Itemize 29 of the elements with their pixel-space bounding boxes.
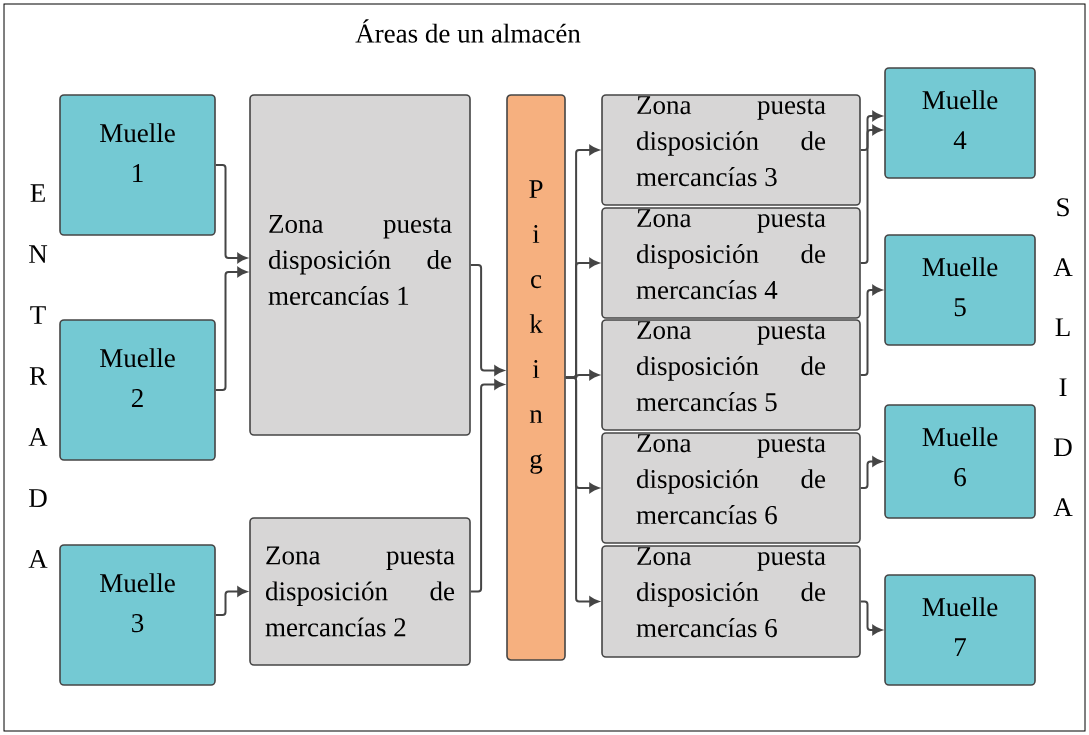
dock-box: Muelle 5 bbox=[884, 234, 1036, 346]
zone-box: Zona puesta disposición de mercancías 6 bbox=[601, 432, 861, 544]
arrow bbox=[859, 456, 883, 489]
arrow bbox=[214, 267, 248, 391]
title: Áreas de un almacén bbox=[355, 19, 581, 43]
arrow bbox=[859, 285, 883, 376]
arrow bbox=[859, 125, 883, 264]
arrow bbox=[469, 264, 505, 376]
picking-bar: Picking bbox=[506, 94, 566, 661]
arrow bbox=[859, 111, 883, 151]
arrow bbox=[214, 586, 248, 616]
zone-box: Zona puesta disposición de mercancías 5 bbox=[601, 319, 861, 431]
dock-box: Muelle 2 bbox=[59, 319, 216, 461]
dock-box: Muelle 3 bbox=[59, 544, 216, 686]
zone-box: Zona puesta disposición de mercancías 1 bbox=[249, 94, 471, 436]
vertical-label: SALIDA bbox=[1053, 198, 1073, 517]
zone-box: Zona puesta disposición de mercancías 2 bbox=[249, 517, 471, 666]
zone-box: Zona puesta disposición de mercancías 4 bbox=[601, 207, 861, 319]
arrow bbox=[564, 376, 600, 607]
vertical-label: ENTRADA bbox=[28, 184, 48, 568]
zone-box: Zona puesta disposición de mercancías 3 bbox=[601, 94, 861, 206]
arrow bbox=[469, 379, 505, 593]
dock-box: Muelle 6 bbox=[884, 404, 1036, 519]
dock-box: Muelle 1 bbox=[59, 94, 216, 236]
zone-box: Zona puesta disposición de mercancías 6 bbox=[601, 545, 861, 658]
dock-box: Muelle 4 bbox=[884, 67, 1036, 179]
arrow bbox=[214, 164, 248, 263]
arrow bbox=[859, 600, 883, 635]
dock-box: Muelle 7 bbox=[884, 574, 1036, 686]
